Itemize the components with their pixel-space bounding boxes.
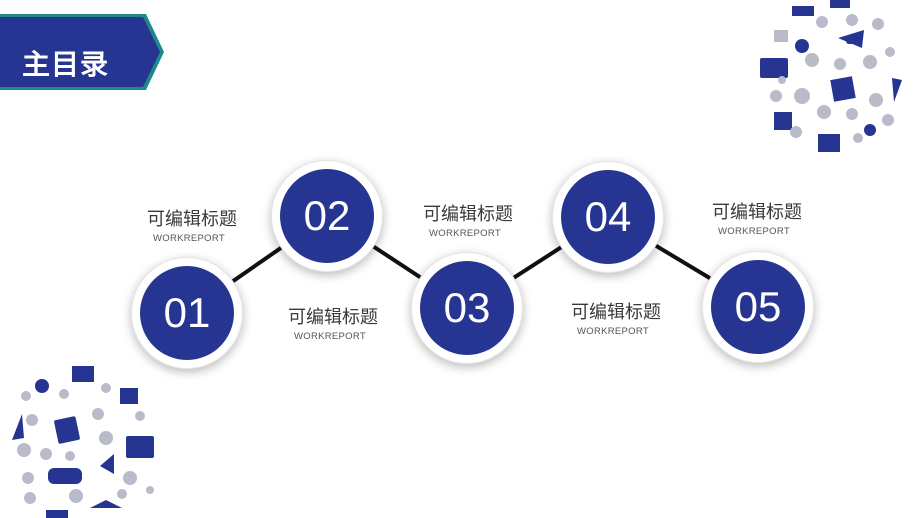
- step-label-03: 可编辑标题 WORKREPORT: [423, 200, 513, 239]
- step-circle-03: 03: [411, 252, 523, 364]
- step-number: 04: [584, 193, 632, 240]
- step-subtitle: WORKREPORT: [294, 331, 366, 342]
- step-circle-05: 05: [702, 251, 814, 363]
- step-subtitle: WORKREPORT: [577, 326, 649, 337]
- step-label-05: 可编辑标题 WORKREPORT: [712, 198, 802, 237]
- banner-shape: [0, 14, 164, 90]
- step-title: 可编辑标题: [423, 204, 513, 225]
- school-supplies-cluster-icon: [12, 366, 154, 518]
- title-banner: 主目录: [0, 14, 166, 90]
- step-label-02: 可编辑标题 WORKREPORT: [288, 303, 378, 342]
- step-label-04: 可编辑标题 WORKREPORT: [571, 298, 661, 337]
- step-circle-01: 01: [131, 257, 243, 369]
- step-title: 可编辑标题: [147, 209, 237, 230]
- school-supplies-cluster-icon: [760, 0, 902, 152]
- step-title: 可编辑标题: [288, 307, 378, 328]
- step-subtitle: WORKREPORT: [429, 228, 501, 239]
- step-subtitle: WORKREPORT: [718, 226, 790, 237]
- step-subtitle: WORKREPORT: [153, 233, 225, 244]
- step-number: 01: [163, 289, 211, 336]
- step-label-01: 可编辑标题 WORKREPORT: [147, 205, 237, 244]
- page-title: 主目录: [22, 48, 110, 81]
- step-number: 02: [303, 192, 351, 239]
- step-number: 03: [443, 284, 491, 331]
- step-title: 可编辑标题: [712, 202, 802, 223]
- step-title: 可编辑标题: [571, 302, 661, 323]
- step-circle-04: 04: [552, 161, 664, 273]
- step-circle-02: 02: [271, 160, 383, 272]
- step-number: 05: [734, 283, 782, 330]
